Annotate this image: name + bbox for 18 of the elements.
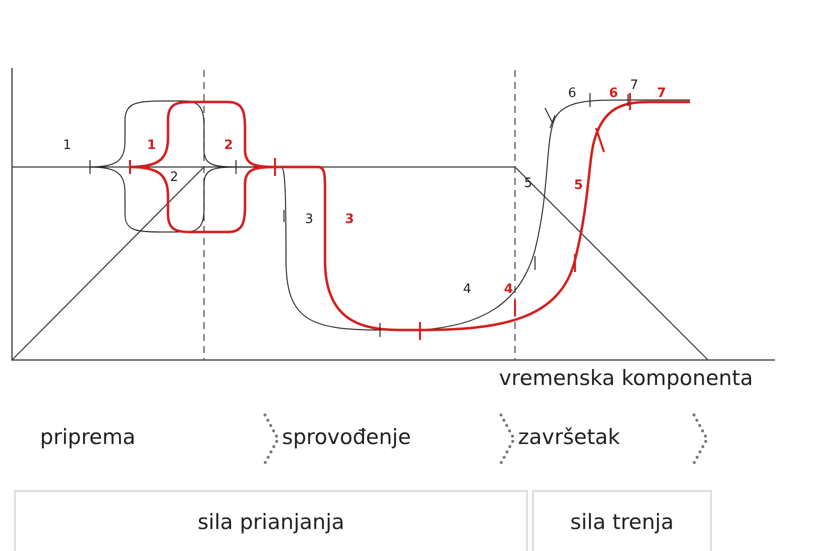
segment-number: 7 <box>657 86 666 101</box>
segment-number: 4 <box>463 282 472 297</box>
step-label: sprovođenje <box>208 412 446 462</box>
segment-number: 5 <box>574 178 584 193</box>
segment-number: 6 <box>568 86 576 101</box>
force-box: sila prianjanja <box>14 490 528 551</box>
segment-number: 1 <box>63 138 72 153</box>
segment-number: 2 <box>170 170 178 185</box>
segment-number: 7 <box>630 78 638 93</box>
segment-number: 3 <box>345 212 354 227</box>
segment-number: 1 <box>147 138 156 153</box>
segment-number: 6 <box>609 86 618 101</box>
axis-label: vremenska komponenta <box>499 366 754 390</box>
segment-number: 3 <box>305 212 314 227</box>
segment-number: 2 <box>224 138 234 153</box>
force-box: sila trenja <box>532 490 712 551</box>
segment-number: 5 <box>524 176 532 191</box>
segment-number: 4 <box>504 282 514 297</box>
